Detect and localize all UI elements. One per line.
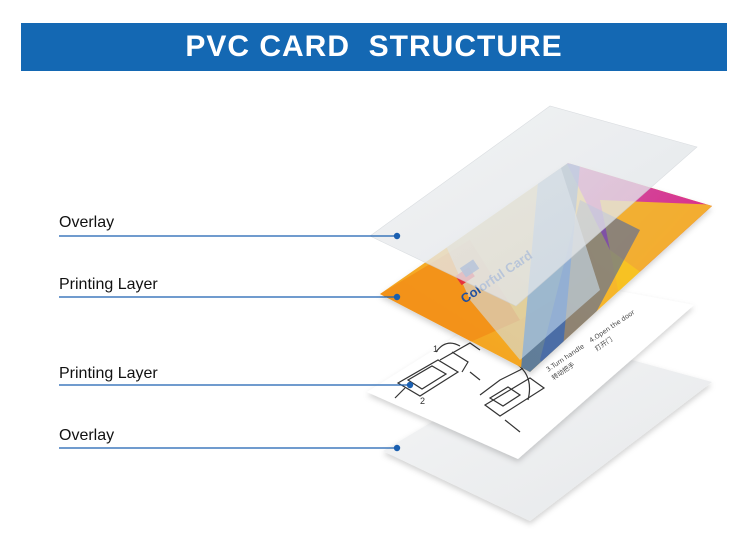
leader-dot-overlay-bottom (393, 444, 401, 452)
step-number-2: 2 (420, 396, 425, 406)
step-number-1: 1 (433, 344, 438, 354)
leader-dot-printing-bottom (406, 381, 414, 389)
label-overlay-bottom: Overlay (59, 427, 115, 444)
leader-lines (59, 235, 410, 449)
leader-dot-printing-top (393, 293, 401, 301)
top-overlay-card (369, 105, 698, 307)
instruction-drawing (394, 342, 546, 433)
page-title: PVC CARD STRUCTURE (185, 30, 563, 63)
leader-dot-overlay-top (393, 232, 401, 240)
label-printing-layer-bottom: Printing Layer (59, 365, 158, 382)
label-printing-layer-top: Printing Layer (59, 276, 158, 293)
title-banner: PVC CARD STRUCTURE (21, 23, 727, 71)
leader-dots (393, 232, 414, 452)
label-overlay-top: Overlay (59, 214, 115, 231)
